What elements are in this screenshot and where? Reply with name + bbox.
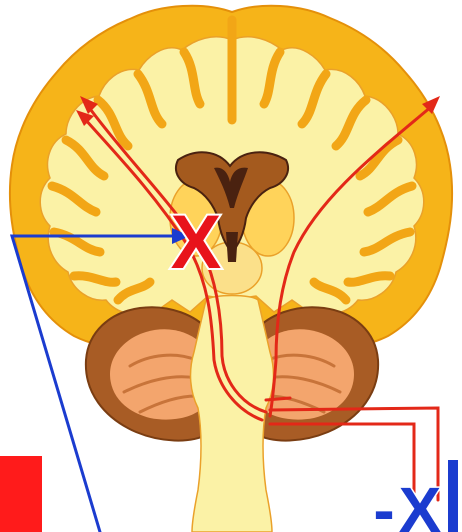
red-block xyxy=(0,456,42,532)
bottom-right-bar xyxy=(448,460,458,532)
brainstem xyxy=(191,296,274,532)
x-mark-icon: X xyxy=(171,200,222,285)
lesion-marker-center: X xyxy=(171,200,222,285)
lesion-marker-bottom-right: X xyxy=(399,474,442,532)
bottom-right-sign: - xyxy=(373,474,394,532)
red-pathway-brainstem-branch xyxy=(266,398,290,400)
bottom-right-marker: - X xyxy=(373,460,458,532)
